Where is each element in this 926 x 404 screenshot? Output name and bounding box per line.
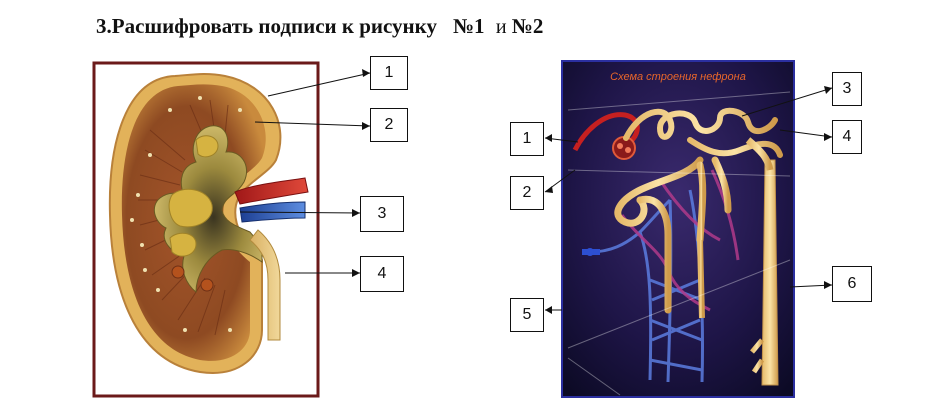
glomerulus-loop	[617, 143, 623, 149]
kidney-arrowheads	[352, 69, 370, 277]
glomerulus-loop	[625, 147, 631, 153]
nephron-label-box-3[interactable]: 3	[832, 72, 862, 106]
sinus-fat-3	[195, 135, 219, 158]
kidney-leader-lines	[239, 72, 371, 274]
duct-branches	[750, 338, 765, 374]
renal-artery	[234, 177, 309, 205]
heading-text: 3.Расшифровать подписи к рисунку	[96, 14, 437, 38]
nephron-label-box-4[interactable]: 4	[832, 120, 862, 154]
ureter	[249, 229, 281, 341]
afferent-arteriole	[572, 112, 640, 152]
papilla	[171, 265, 185, 279]
nephron-title: Схема строения нефрона	[610, 71, 746, 83]
loop-of-henle	[665, 235, 705, 319]
kidney-glomeruli-dots	[130, 96, 242, 332]
vessel-end	[586, 248, 594, 256]
papilla	[200, 278, 214, 292]
heading-conj: и	[495, 16, 507, 38]
heading-fig1: №1	[452, 14, 485, 38]
connecting-tubule	[745, 137, 774, 171]
collecting-duct	[761, 159, 779, 386]
kidney-label-box-3[interactable]: 3	[360, 196, 404, 232]
nephron-label-box-2[interactable]: 2	[510, 176, 544, 210]
task-heading: 3.Расшифровать подписи к рисунку №1 и №2	[96, 14, 543, 39]
sinus-fat-2	[169, 232, 197, 257]
kidney-label-box-1[interactable]: 1	[370, 56, 408, 90]
distal-loops	[614, 156, 732, 314]
nephron-label-box-5[interactable]: 5	[510, 298, 544, 332]
nephron-panel	[561, 60, 795, 398]
heading-fig2: №2	[511, 14, 544, 38]
convoluted-tubule	[623, 107, 783, 158]
nephron-label-box-1[interactable]: 1	[510, 122, 544, 156]
guide-lines	[567, 91, 791, 396]
sinus-fat	[168, 188, 213, 228]
glomerulus	[612, 136, 636, 160]
nephron-label-box-6[interactable]: 6	[832, 266, 872, 302]
kidney-label-box-4[interactable]: 4	[360, 256, 404, 292]
nephron-arrowheads	[545, 86, 832, 314]
kidney-label-box-2[interactable]: 2	[370, 108, 408, 142]
